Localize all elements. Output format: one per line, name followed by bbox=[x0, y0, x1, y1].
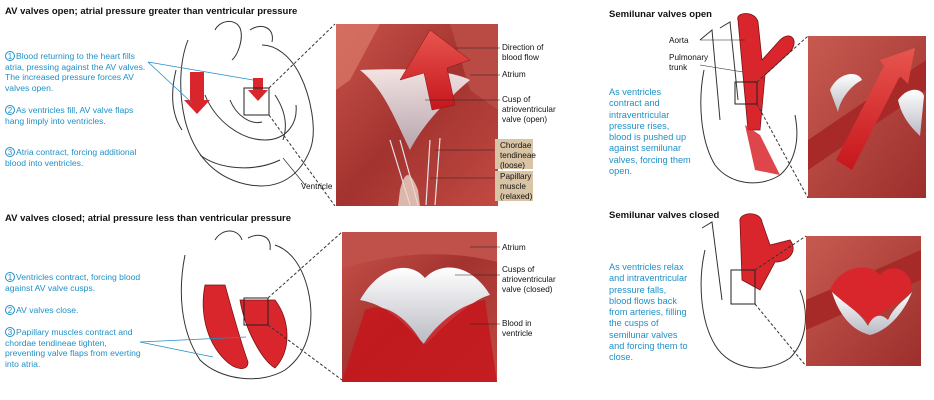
sl-closed-title: Semilunar valves closed bbox=[609, 210, 720, 221]
av-open-leaders bbox=[282, 47, 500, 186]
sl-closed-zoom-box bbox=[730, 269, 756, 305]
label-atrium-closed: Atrium bbox=[502, 243, 526, 252]
label-blood-in-ventricle: Blood in ventricle bbox=[502, 319, 533, 338]
av-open-zoom-arrow bbox=[399, 29, 471, 111]
sl-closed-description: As ventricles relax and intraventricular… bbox=[609, 262, 688, 363]
step-number: 2 bbox=[5, 105, 15, 115]
step-text: Papillary muscles contract and chordae t… bbox=[5, 327, 141, 369]
label-cusps-closed: Cusps of atrioventricular valve (closed) bbox=[502, 265, 556, 294]
av-open-flow-arrowhead bbox=[184, 100, 210, 114]
sl-open-title: Semilunar valves open bbox=[609, 9, 712, 20]
av-open-title: AV valves open; atrial pressure greater … bbox=[5, 6, 298, 17]
av-closed-right-ventricle bbox=[239, 299, 288, 369]
sl-open-zoom-arrow bbox=[836, 48, 915, 170]
av-open-zoom-box bbox=[243, 87, 270, 116]
chordae-label-box bbox=[495, 139, 533, 169]
step-text: Atria contract, forcing additional blood… bbox=[5, 147, 137, 168]
av-closed-blue-leaders bbox=[139, 336, 247, 358]
label-atrium: Atrium bbox=[502, 70, 526, 79]
step-text: AV valves close. bbox=[16, 305, 79, 315]
label-direction-of-blood-flow: Direction of blood flow bbox=[502, 43, 544, 62]
sl-closed-heart-outline bbox=[700, 221, 806, 369]
step-text: As ventricles fill, AV valve flaps hang … bbox=[5, 105, 134, 126]
av-closed-zoom-image bbox=[342, 232, 497, 382]
sl-open-description: As ventricles contract and intraventricu… bbox=[609, 87, 691, 177]
sl-closed-aorta-flow bbox=[739, 213, 794, 291]
sl-open-aorta-flow bbox=[737, 13, 795, 131]
av-open-blue-leaders bbox=[147, 61, 254, 104]
step-number: 1 bbox=[5, 272, 15, 282]
sl-open-heart-outline bbox=[699, 21, 798, 184]
step-number: 1 bbox=[5, 51, 15, 61]
av-open-zoom-image bbox=[336, 24, 498, 206]
sl-closed-zoom-image bbox=[806, 236, 921, 366]
step-text: Ventricles contract, forcing blood again… bbox=[5, 272, 141, 293]
sl-open-zoom-image bbox=[808, 36, 926, 198]
av-open-flow-bar bbox=[190, 72, 204, 104]
av-closed-heart-outline bbox=[180, 230, 312, 380]
step-number: 3 bbox=[5, 327, 15, 337]
label-pulmonary-trunk: Pulmonary trunk bbox=[669, 53, 709, 72]
label-cusp-open: Cusp of atrioventricular valve (open) bbox=[502, 95, 556, 124]
step-number: 3 bbox=[5, 147, 15, 157]
av-closed-zoom-box bbox=[243, 297, 269, 326]
papillary-label-box bbox=[495, 171, 533, 201]
label-ventricle: Ventricle bbox=[301, 182, 333, 191]
step-number: 2 bbox=[5, 305, 15, 315]
av-open-heart-outline bbox=[172, 21, 314, 187]
sl-open-zoom-box bbox=[734, 81, 758, 105]
step-text: Blood returning to the heart fills atria… bbox=[5, 51, 146, 93]
av-closed-title: AV valves closed; atrial pressure less t… bbox=[5, 213, 292, 224]
av-open-small-flow bbox=[253, 78, 263, 92]
label-papillary-muscle: Papillary muscle (relaxed) bbox=[500, 172, 533, 201]
label-chordae-tendineae: Chordae tendineae (loose) bbox=[500, 141, 536, 170]
label-aorta: Aorta bbox=[669, 36, 689, 45]
av-closed-left-ventricle bbox=[202, 284, 249, 369]
